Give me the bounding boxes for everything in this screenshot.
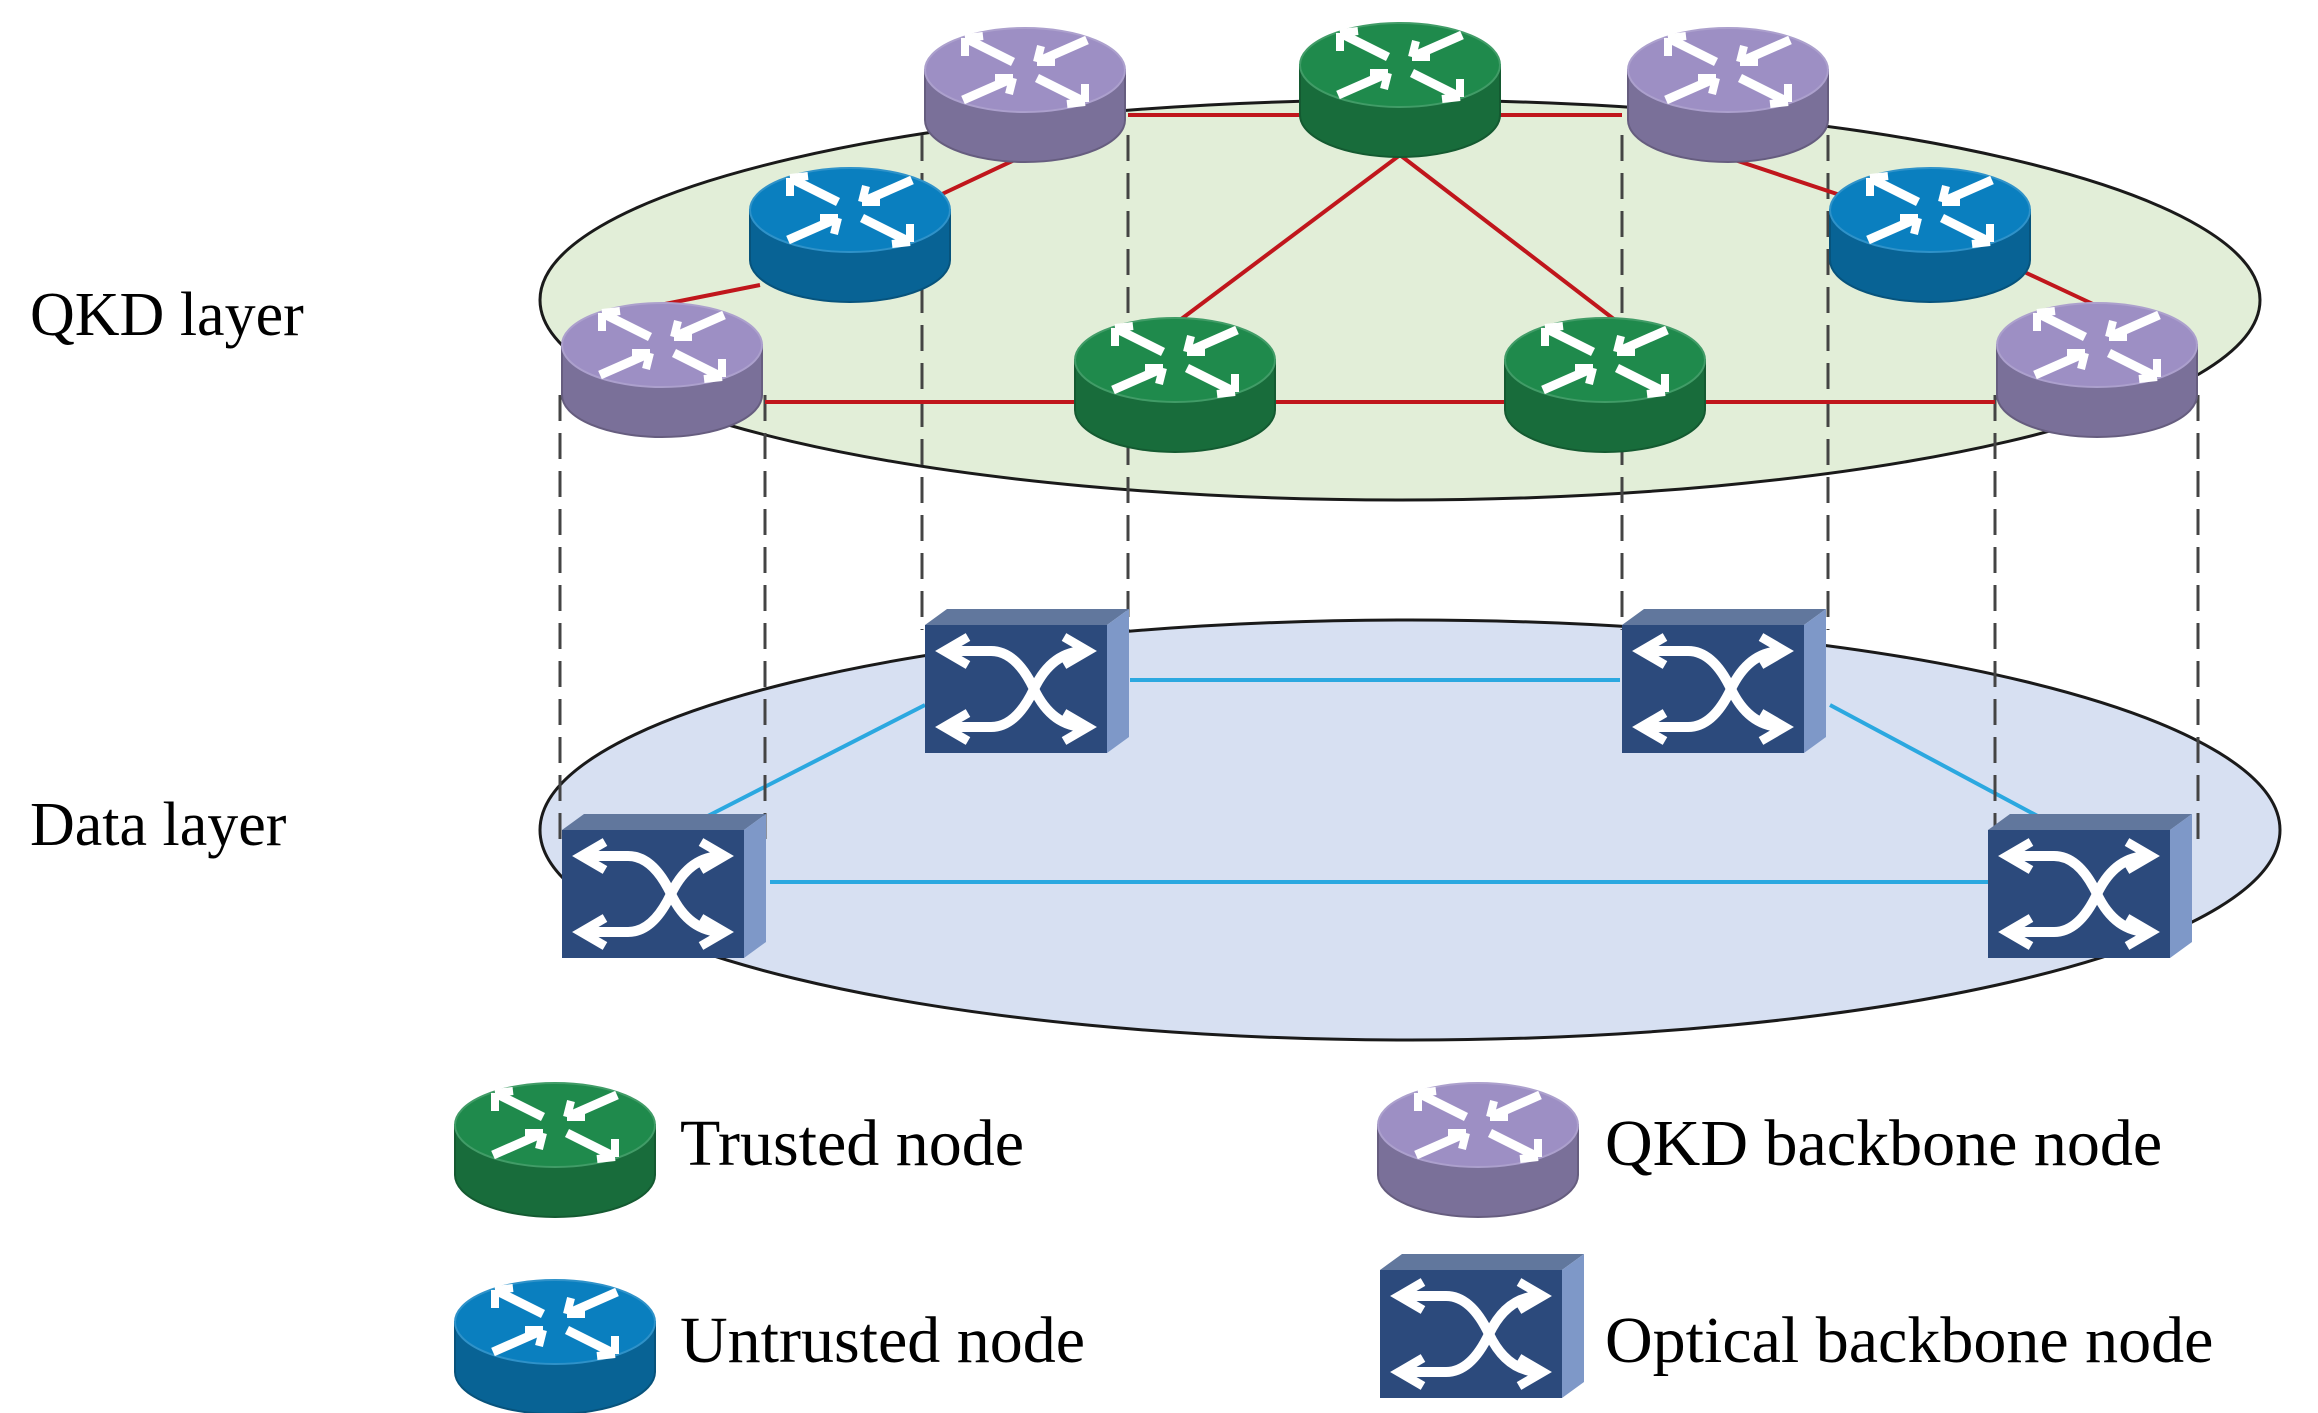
legend-trusted-icon (454, 1082, 656, 1218)
qkd-link (1178, 153, 1402, 322)
optical-backbone-node (1988, 814, 2192, 958)
trusted-node (1504, 317, 1706, 453)
data-links (699, 678, 2046, 884)
untrusted-node (1829, 167, 2031, 303)
legend-qkd-backbone-icon (1377, 1082, 1579, 1218)
data-link (699, 703, 926, 822)
qkd-layer-label: QKD layer (30, 281, 304, 349)
legend-optical-backbone-label: Optical backbone node (1605, 1304, 2213, 1377)
qkd-link (2019, 268, 2096, 307)
router-nodes (454, 22, 2198, 1413)
legend: Trusted node Untrusted node QKD backbone… (680, 1107, 2213, 1377)
qkd-backbone-node (1996, 302, 2198, 438)
legend-qkd-backbone-label: QKD backbone node (1605, 1107, 2162, 1180)
qkd-backbone-node (561, 302, 763, 438)
trusted-node (1074, 317, 1276, 453)
switch-nodes (562, 609, 2192, 1398)
legend-optical-backbone-icon (1380, 1254, 1584, 1398)
data-layer-label: Data layer (30, 791, 287, 859)
legend-untrusted-label: Untrusted node (680, 1304, 1085, 1377)
qkd-backbone-node (924, 27, 1126, 163)
untrusted-node (749, 167, 951, 303)
qkd-layer-plane (538, 98, 2262, 502)
qkd-link (659, 283, 761, 307)
legend-untrusted-icon (454, 1279, 656, 1413)
qkd-link (1398, 153, 1617, 322)
optical-backbone-node (562, 814, 766, 958)
qkd-backbone-node (1627, 27, 1829, 163)
trusted-node (1299, 22, 1501, 158)
data-link (1829, 703, 2046, 822)
legend-trusted-label: Trusted node (680, 1107, 1024, 1180)
optical-backbone-node (1622, 609, 1826, 753)
optical-backbone-node (925, 609, 1129, 753)
